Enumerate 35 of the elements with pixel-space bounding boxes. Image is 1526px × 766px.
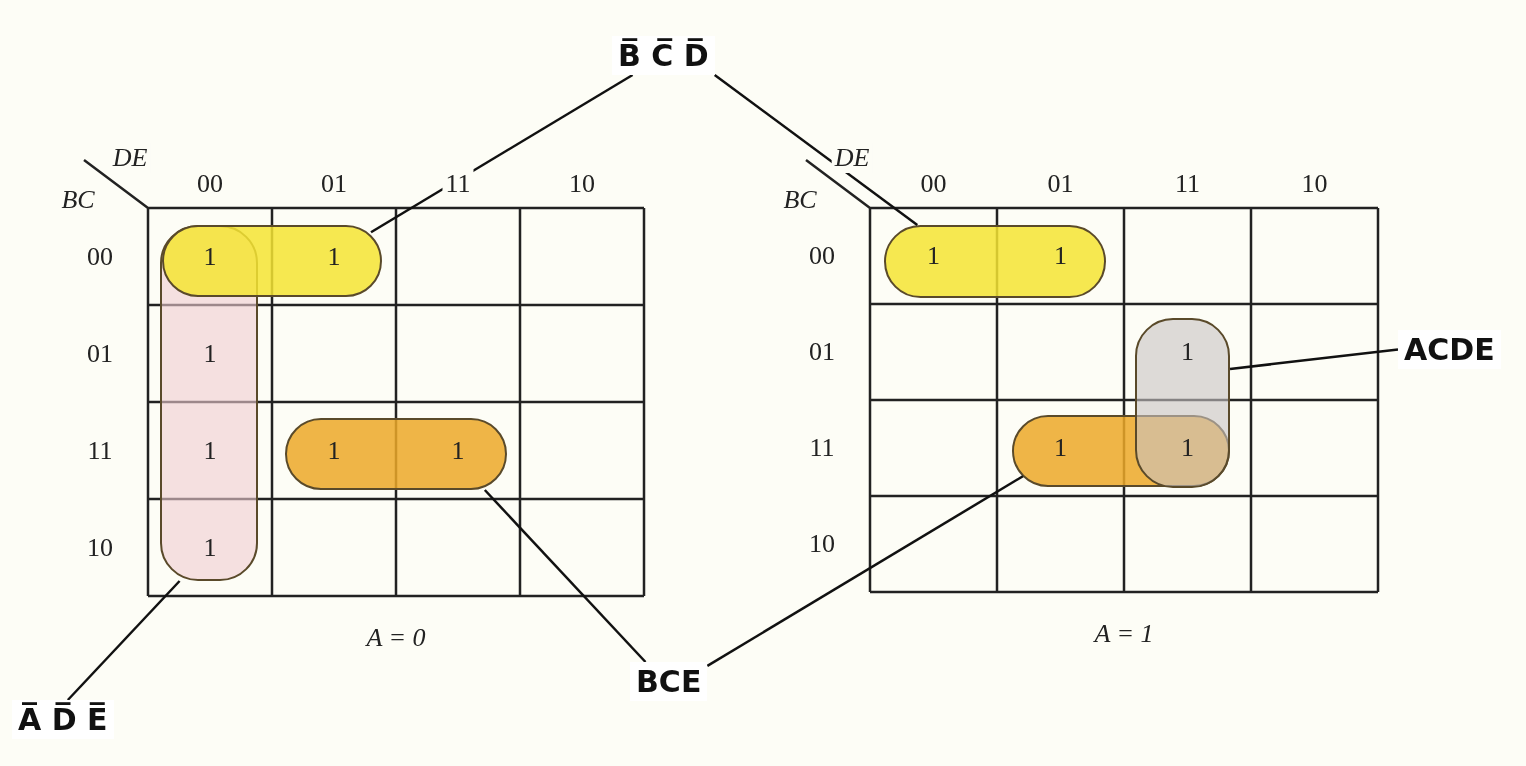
cell-value: 1 <box>203 241 217 272</box>
group-loop <box>1012 415 1230 487</box>
leader-line <box>706 475 1024 667</box>
cell-value: 1 <box>1054 241 1067 271</box>
cell-value: 1 <box>203 338 217 369</box>
cell-value: 1 <box>327 435 341 466</box>
term-label: ACDE <box>1398 330 1501 369</box>
cell-value: 1 <box>1181 337 1194 367</box>
row-header: 00 <box>809 241 835 271</box>
term-label: BCE <box>630 662 708 701</box>
row-header: 11 <box>87 435 113 466</box>
cell-value: 1 <box>1054 433 1067 463</box>
group-loop <box>1135 318 1230 488</box>
cell-value: 1 <box>927 241 940 271</box>
map-caption: A = 0 <box>366 623 426 653</box>
row-header: 00 <box>87 241 113 272</box>
leader-line <box>483 489 647 663</box>
map-caption: A = 1 <box>1094 619 1154 649</box>
leader-line <box>1229 348 1399 371</box>
cell-value: 1 <box>451 435 465 466</box>
cell-value: 1 <box>327 241 341 272</box>
row-header: 11 <box>809 433 835 463</box>
row-header: 01 <box>809 337 835 367</box>
cell-value: 1 <box>203 532 217 563</box>
row-header: 10 <box>87 532 113 563</box>
cell-value: 1 <box>203 435 217 466</box>
row-header: 01 <box>87 338 113 369</box>
term-label: B̅ C̅ D̅ <box>612 36 715 75</box>
leader-line <box>713 74 919 226</box>
row-header: 10 <box>809 529 835 559</box>
group-loop <box>162 225 382 297</box>
cell-value: 1 <box>1181 433 1194 463</box>
leader-line <box>370 73 634 234</box>
leader-line <box>66 580 181 701</box>
term-label: A̅ D̅ E̅ <box>12 700 114 739</box>
